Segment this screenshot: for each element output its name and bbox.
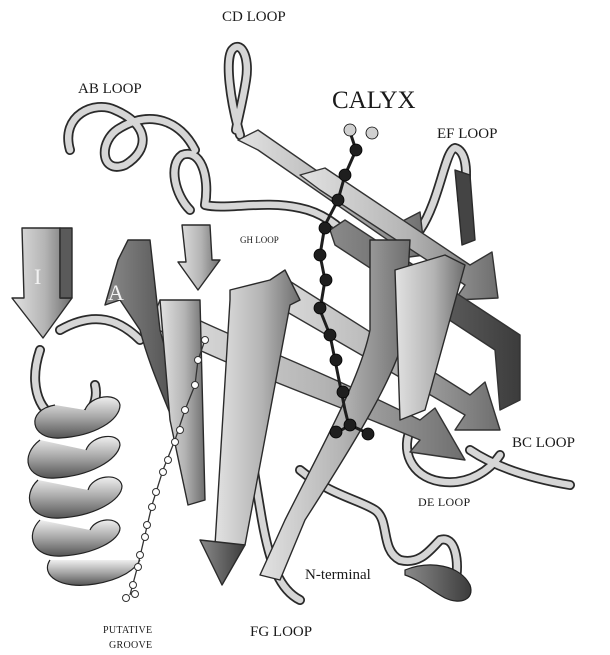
fg-loop-label: FG LOOP <box>250 625 312 640</box>
putative-groove-label-line2: GROOVE <box>109 641 152 651</box>
calyx-label: CALYX <box>332 88 416 113</box>
ef-loop-label: EF LOOP <box>437 127 497 142</box>
ab-loop-label: AB LOOP <box>78 82 142 97</box>
putative-groove-label-line1: PUTATIVE <box>103 626 152 636</box>
n-terminal-label: N-terminal <box>305 568 371 583</box>
bc-loop-label: BC LOOP <box>512 436 575 451</box>
strand-a-label: A <box>108 282 124 304</box>
gh-loop-label: GH LOOP <box>240 236 279 245</box>
strand-i-label: I <box>34 266 41 288</box>
strand-a-head <box>178 225 220 290</box>
de-loop-label: DE LOOP <box>418 496 470 508</box>
strand-ef-edge <box>455 170 475 245</box>
strand-g-head <box>200 540 245 585</box>
alpha-helix <box>28 397 140 586</box>
cd-loop-label: CD LOOP <box>222 10 286 25</box>
